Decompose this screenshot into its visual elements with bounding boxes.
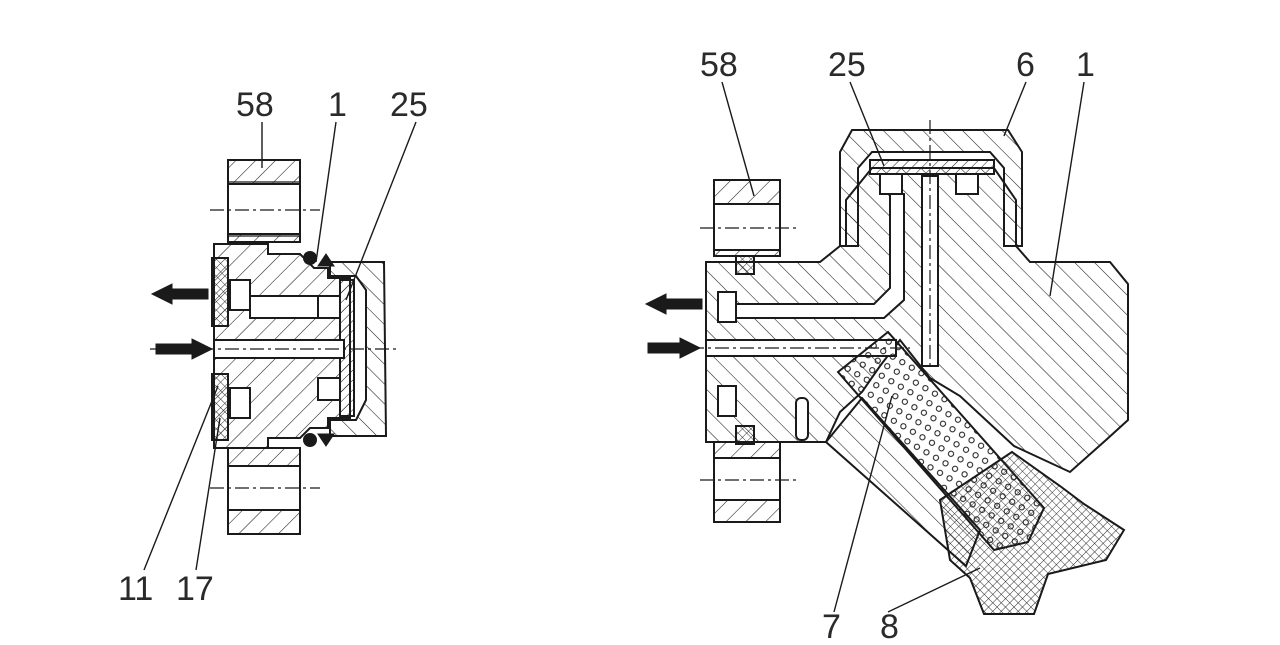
right-pin [795,397,809,441]
right-label-25: 25 [828,46,866,84]
left-assembly [150,159,398,535]
left-gasket-bottom [211,373,229,441]
left-oring-top [303,251,317,265]
left-label-58: 58 [236,86,274,124]
left-outlet-arrow [150,283,209,305]
right-seal-top [735,255,755,275]
right-outlet-arrow [644,293,703,315]
left-label-25: 25 [390,86,428,124]
right-seal-bottom [735,425,755,445]
right-inlet-arrow [647,337,702,359]
right-label-1: 1 [1076,46,1095,84]
left-oring-bottom [303,433,317,447]
left-label-17: 17 [176,570,214,608]
left-gasket-top [211,257,229,327]
left-inlet-arrow [155,338,214,360]
right-cap [839,129,1023,247]
left-label-11: 11 [118,570,153,608]
right-label-6: 6 [1016,46,1035,84]
right-disc [869,159,995,175]
right-label-7: 7 [822,608,841,645]
right-label-58: 58 [700,46,738,84]
right-label-8: 8 [880,608,899,645]
left-label-1: 1 [328,86,347,124]
left-cap [329,261,388,437]
right-assembly [644,120,1129,615]
